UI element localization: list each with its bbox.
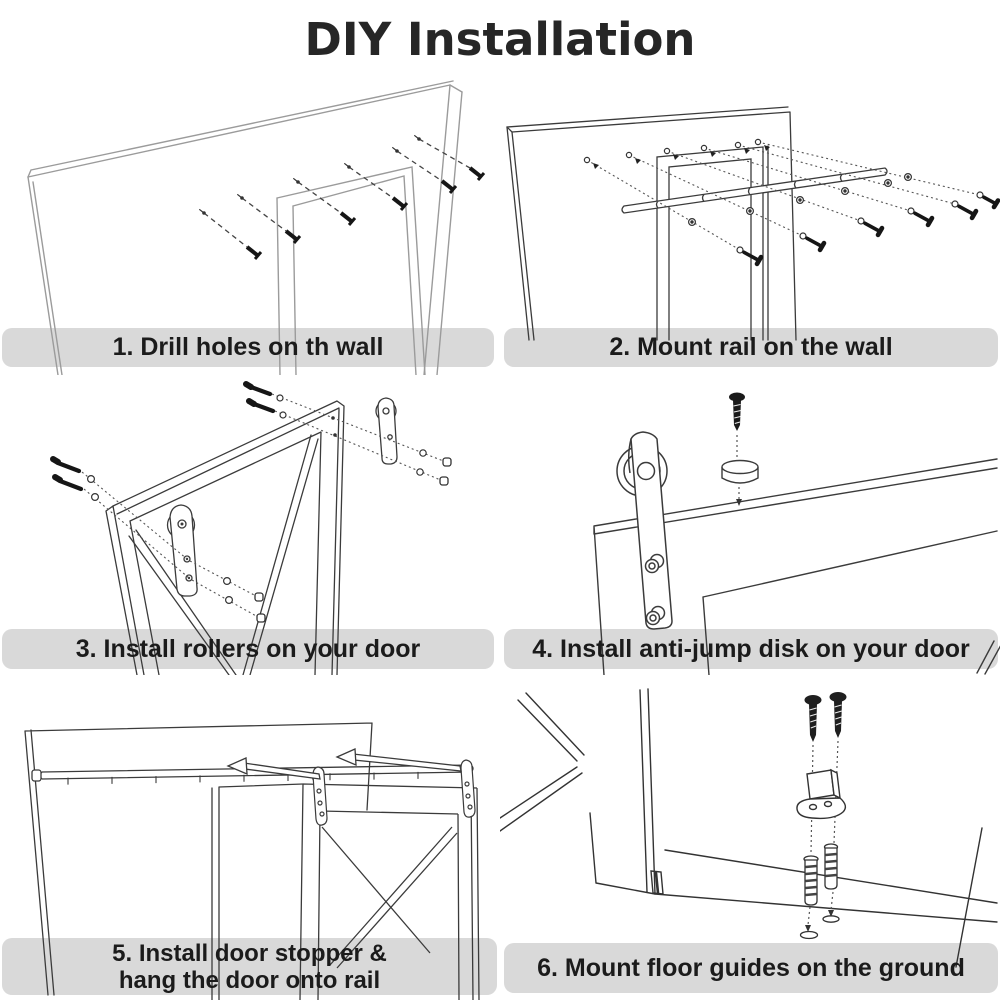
slide-arrows <box>226 748 462 780</box>
doorway-outline <box>656 145 769 341</box>
screw-and-disk <box>721 392 759 506</box>
rail-bar <box>621 167 888 214</box>
roller-strap-closeup <box>616 431 673 630</box>
hole-markers <box>202 137 421 215</box>
caption-step-6: 6. Mount floor guides on the ground <box>537 953 965 982</box>
door-bottom-corner <box>500 688 664 895</box>
screw-icons <box>245 166 486 260</box>
rail-bar <box>31 764 474 785</box>
rail-end-stopper <box>31 769 42 782</box>
hanger-straps <box>311 759 476 826</box>
screw-icon <box>729 392 745 431</box>
caption-step-3: 3. Install rollers on your door <box>75 634 421 663</box>
spacer-icons <box>688 172 913 227</box>
door-brace-lines <box>500 692 585 832</box>
caption-step-2: 2. Mount rail on the wall <box>609 333 893 361</box>
lag-screw-icons <box>736 191 1000 267</box>
roller-strap-installed <box>166 504 198 597</box>
anti-jump-disk-icon <box>721 459 759 484</box>
floor-hole-marks <box>799 915 840 940</box>
floor-guide-icon <box>796 768 847 820</box>
fastener-lines <box>50 381 452 623</box>
door-hole-dots <box>331 416 337 437</box>
drop-lines <box>807 740 839 926</box>
wall-outline <box>506 106 797 341</box>
lag-screw-lines <box>583 138 1000 267</box>
roller-strap-exploded <box>375 397 398 465</box>
washer-icons <box>86 394 427 605</box>
caption-step-5: 5. Install door stopper & hang the door … <box>112 939 387 994</box>
drill-hole-arrows <box>198 134 486 260</box>
lag-screw-icons <box>50 381 276 492</box>
door-bottom-groove <box>650 870 664 895</box>
cap-nut-icons <box>254 457 452 623</box>
caption-step-4: 4. Install anti-jump disk on your door <box>532 634 970 663</box>
wall-hole-markers <box>583 138 762 164</box>
caption-step-1: 1. Drill holes on th wall <box>112 333 384 361</box>
hex-bolt-icons <box>644 553 666 626</box>
floor-screw-icons <box>804 692 847 742</box>
drop-arrowheads <box>805 910 834 932</box>
page-title: DIY Installation <box>304 12 696 66</box>
wall-anchor-icons <box>803 843 839 906</box>
